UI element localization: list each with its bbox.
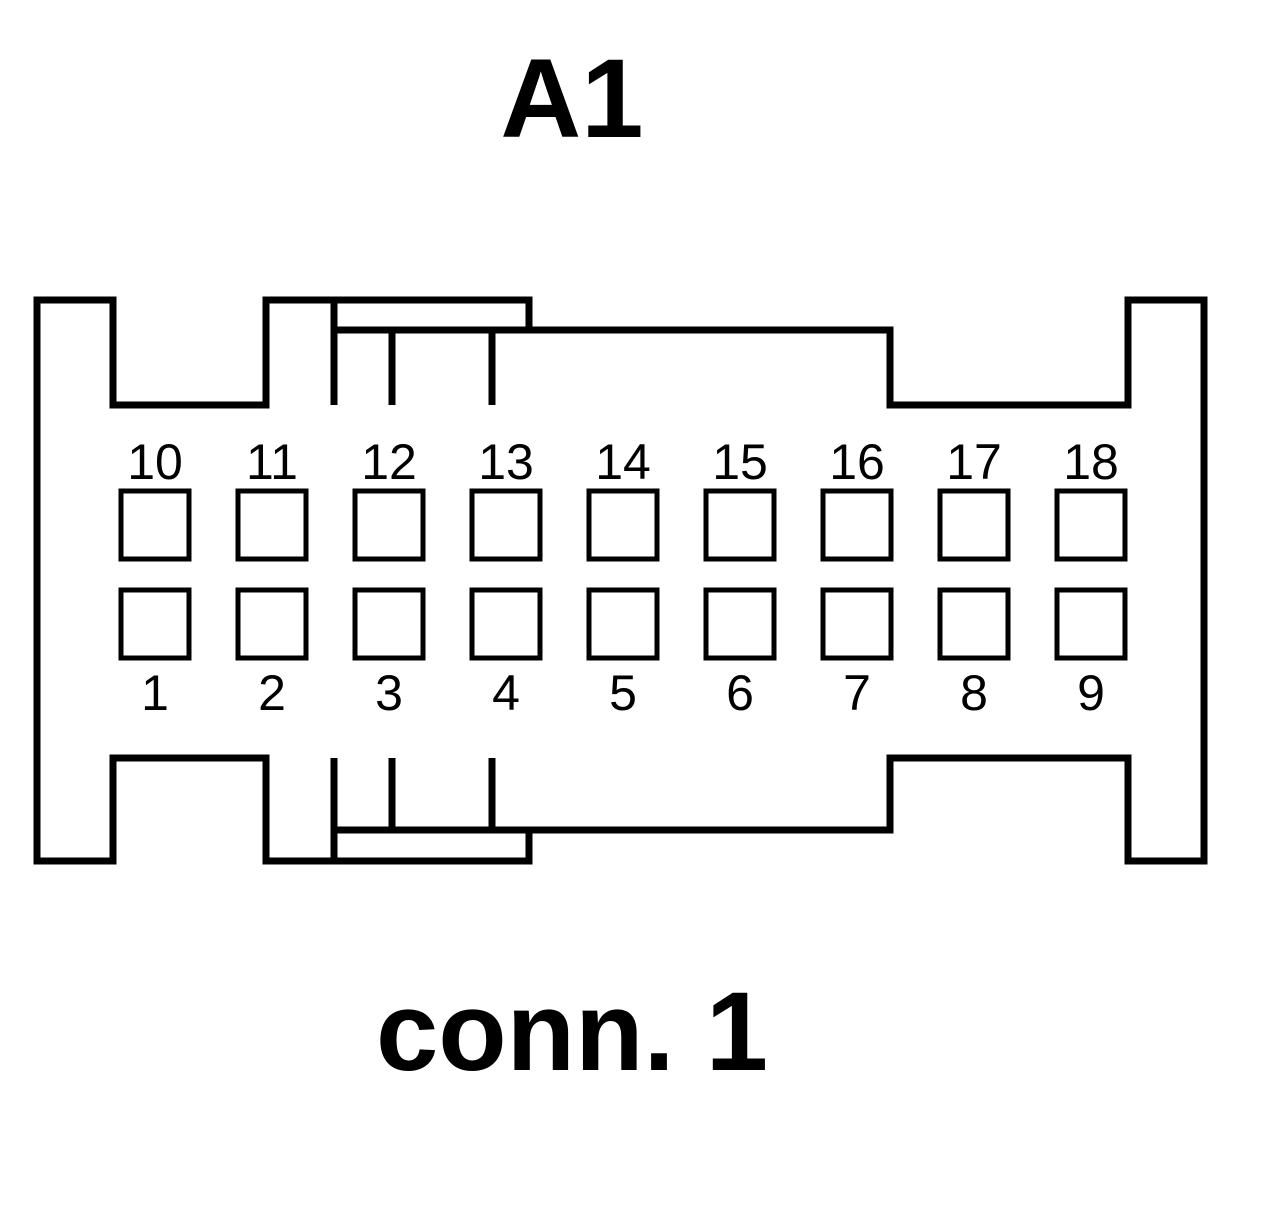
pin-label-9: 9 [1077,665,1105,721]
pin-cavity-6 [703,587,777,661]
pin-label-13: 13 [478,434,534,490]
connector-housing-outline [33,296,1208,865]
pin-cavity-2 [235,587,309,661]
pin-label-8: 8 [960,665,988,721]
pin-label-10: 10 [127,434,183,490]
pin-label-2: 2 [258,665,286,721]
pin-cavity-1 [118,587,192,661]
pin-label-4: 4 [492,665,520,721]
connector-title: A1 [500,36,643,161]
pin-label-15: 15 [712,434,768,490]
pin-label-18: 18 [1063,434,1119,490]
pin-cavity-16 [820,488,894,562]
pin-cavity-8 [937,587,1011,661]
pin-cavity-17 [937,488,1011,562]
upper-latch [330,300,529,405]
pin-label-11: 11 [246,434,298,490]
pin-label-7: 7 [843,665,871,721]
lower-latch [330,758,529,861]
pin-cavity-13 [469,488,543,562]
pin-cavity-14 [586,488,660,562]
pin-cavity-18 [1054,488,1128,562]
pin-label-12: 12 [361,434,417,490]
pin-label-17: 17 [946,434,1002,490]
top-pin-row: 10 11 12 13 14 15 16 17 18 [118,434,1128,562]
bottom-pin-row: 1 2 3 4 5 6 7 8 9 [118,587,1128,721]
pin-cavity-12 [352,488,426,562]
pin-cavity-11 [235,488,309,562]
pin-label-3: 3 [375,665,403,721]
pin-cavity-9 [1054,587,1128,661]
pin-cavity-10 [118,488,192,562]
pin-label-6: 6 [726,665,754,721]
pin-label-1: 1 [141,665,169,721]
connector-caption: conn. 1 [376,969,768,1094]
pin-cavity-3 [352,587,426,661]
pin-label-14: 14 [595,434,651,490]
pin-cavity-4 [469,587,543,661]
pin-cavity-5 [586,587,660,661]
pin-label-5: 5 [609,665,637,721]
pin-cavity-15 [703,488,777,562]
pin-label-16: 16 [829,434,885,490]
pin-cavity-7 [820,587,894,661]
